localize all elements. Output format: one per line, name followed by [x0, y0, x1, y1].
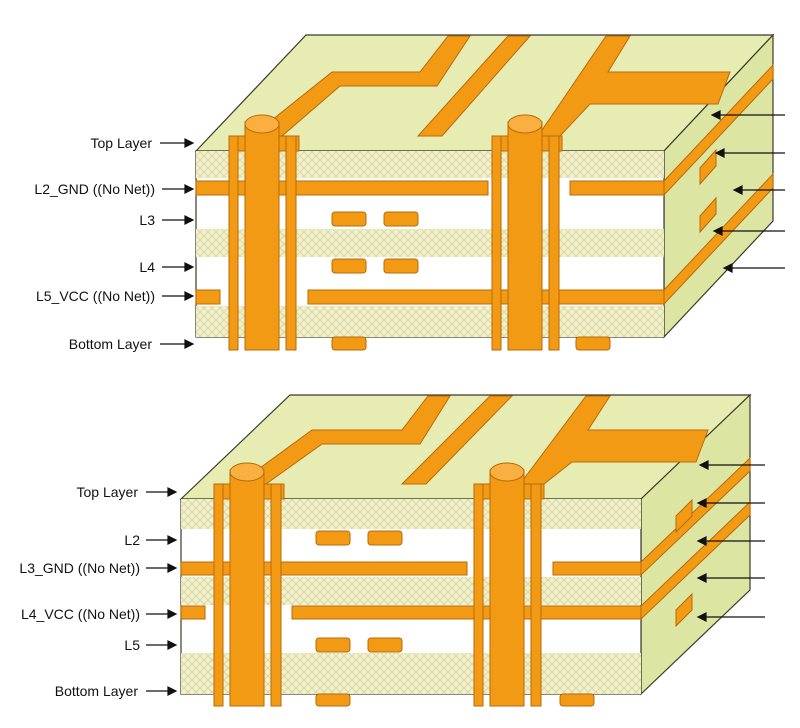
via-top [244, 114, 280, 134]
inner-pad [367, 530, 403, 546]
bottom-pad [559, 693, 595, 707]
vcc-plane [291, 605, 642, 620]
inner-pad [331, 258, 367, 274]
top-trace [416, 35, 532, 137]
layer-label: Top Layer [77, 484, 139, 500]
via-top [489, 462, 525, 482]
inner-pad [315, 530, 351, 546]
side-pad [699, 196, 717, 234]
layer-label: Top Layer [91, 135, 153, 151]
layer-label: Bottom Layer [69, 336, 153, 352]
layer-label: L4 [139, 259, 155, 275]
inner-pad [367, 637, 403, 653]
layer-label: Bottom Layer [55, 683, 139, 699]
layer-label: L2 [124, 532, 140, 548]
vcc-plane [195, 289, 221, 305]
gnd-plane [180, 561, 468, 576]
top-trace [519, 395, 709, 485]
stack-bottom-graphic: Top Layer L2 L3_GND ((No Net)) L4_VCC ((… [19, 393, 765, 707]
top-trace [236, 395, 451, 485]
via-top [507, 114, 543, 134]
top-trace [250, 35, 471, 137]
layer-label: L5 [124, 637, 140, 653]
inner-pad [331, 211, 367, 227]
side-copper [640, 456, 751, 577]
side-pad [675, 592, 693, 628]
vcc-plane [307, 289, 665, 305]
layer-label: L3 [139, 212, 155, 228]
inner-pad [383, 211, 419, 227]
via-top [229, 462, 265, 482]
bottom-pad [315, 693, 351, 707]
plated-via [285, 135, 297, 351]
bottom-pad [575, 336, 611, 351]
bottom-pad [331, 336, 367, 351]
gnd-plane [195, 180, 489, 196]
layer-label: L3_GND ((No Net)) [19, 560, 140, 576]
plated-via [473, 483, 484, 707]
plated-via [244, 121, 280, 351]
side-copper [663, 63, 774, 197]
plated-via [270, 483, 282, 707]
top-trace [400, 395, 514, 485]
plated-via [530, 483, 542, 707]
vcc-plane [180, 605, 206, 620]
plated-via [213, 483, 224, 707]
plated-via [491, 135, 502, 351]
plated-via [489, 469, 525, 707]
layer-label: L4_VCC ((No Net)) [21, 606, 140, 622]
layer-label: L2_GND ((No Net)) [34, 181, 155, 197]
plated-via [229, 469, 265, 707]
gnd-plane [552, 561, 642, 576]
stack-top-graphic: Top Layer L2_GND ((No Net)) L3 L4 L5_VCC… [34, 33, 785, 352]
side-copper [640, 500, 751, 621]
gnd-plane [569, 180, 665, 196]
layer-label: L5_VCC ((No Net)) [36, 288, 155, 304]
plated-via [228, 135, 239, 351]
inner-pad [315, 637, 351, 653]
side-pad [699, 148, 717, 186]
plated-via [507, 121, 543, 351]
top-trace [537, 35, 731, 137]
inner-pad [383, 258, 419, 274]
side-copper [663, 172, 774, 306]
plated-via [548, 135, 560, 351]
side-pad [675, 498, 693, 534]
